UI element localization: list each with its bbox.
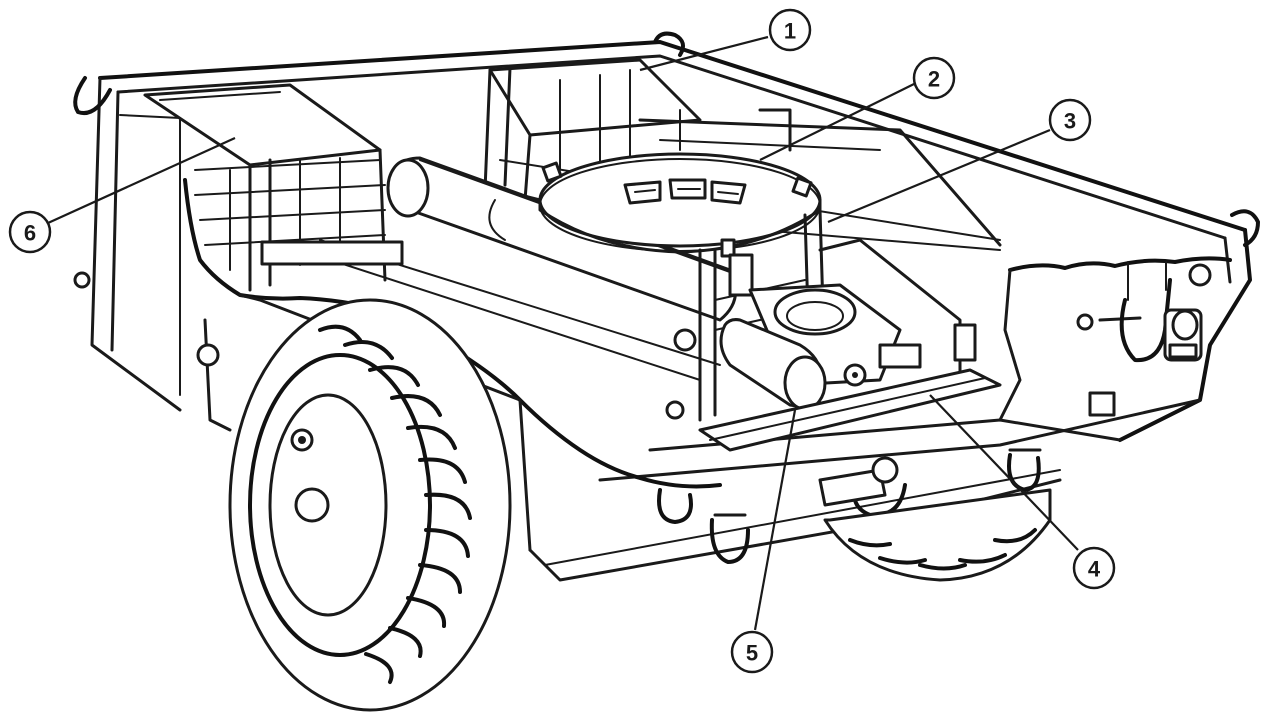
lifting-shackles [73, 31, 1260, 564]
leader-line-4 [929, 394, 1079, 551]
leader-line-3 [827, 128, 1051, 224]
callout-6-label: 6 [24, 221, 36, 246]
cylinder-mount [665, 283, 977, 420]
leader-lines [47, 35, 1079, 631]
callout-5: 5 [730, 630, 774, 674]
rear-bumper [698, 368, 1002, 452]
callout-3: 3 [1048, 98, 1092, 142]
storage-rack-front [143, 83, 404, 292]
leader-line-1 [639, 35, 769, 72]
electrical-connectors [1076, 261, 1212, 417]
callout-4: 4 [1072, 546, 1116, 590]
turntable-disc [538, 152, 822, 258]
callout-5-label: 5 [746, 641, 758, 666]
leader-line-2 [759, 83, 915, 161]
callout-2: 2 [912, 56, 956, 100]
right-wheel [823, 488, 1052, 582]
callout-4-label: 4 [1088, 557, 1101, 582]
leader-line-5 [753, 409, 797, 631]
callout-2-label: 2 [928, 67, 940, 92]
leader-line-6 [47, 136, 236, 225]
callout-1: 1 [768, 8, 812, 52]
callout-1-label: 1 [784, 19, 796, 44]
callout-3-label: 3 [1064, 109, 1076, 134]
left-wheel [228, 298, 512, 712]
callout-6: 6 [8, 210, 52, 254]
storage-rack-rear [483, 58, 1002, 247]
